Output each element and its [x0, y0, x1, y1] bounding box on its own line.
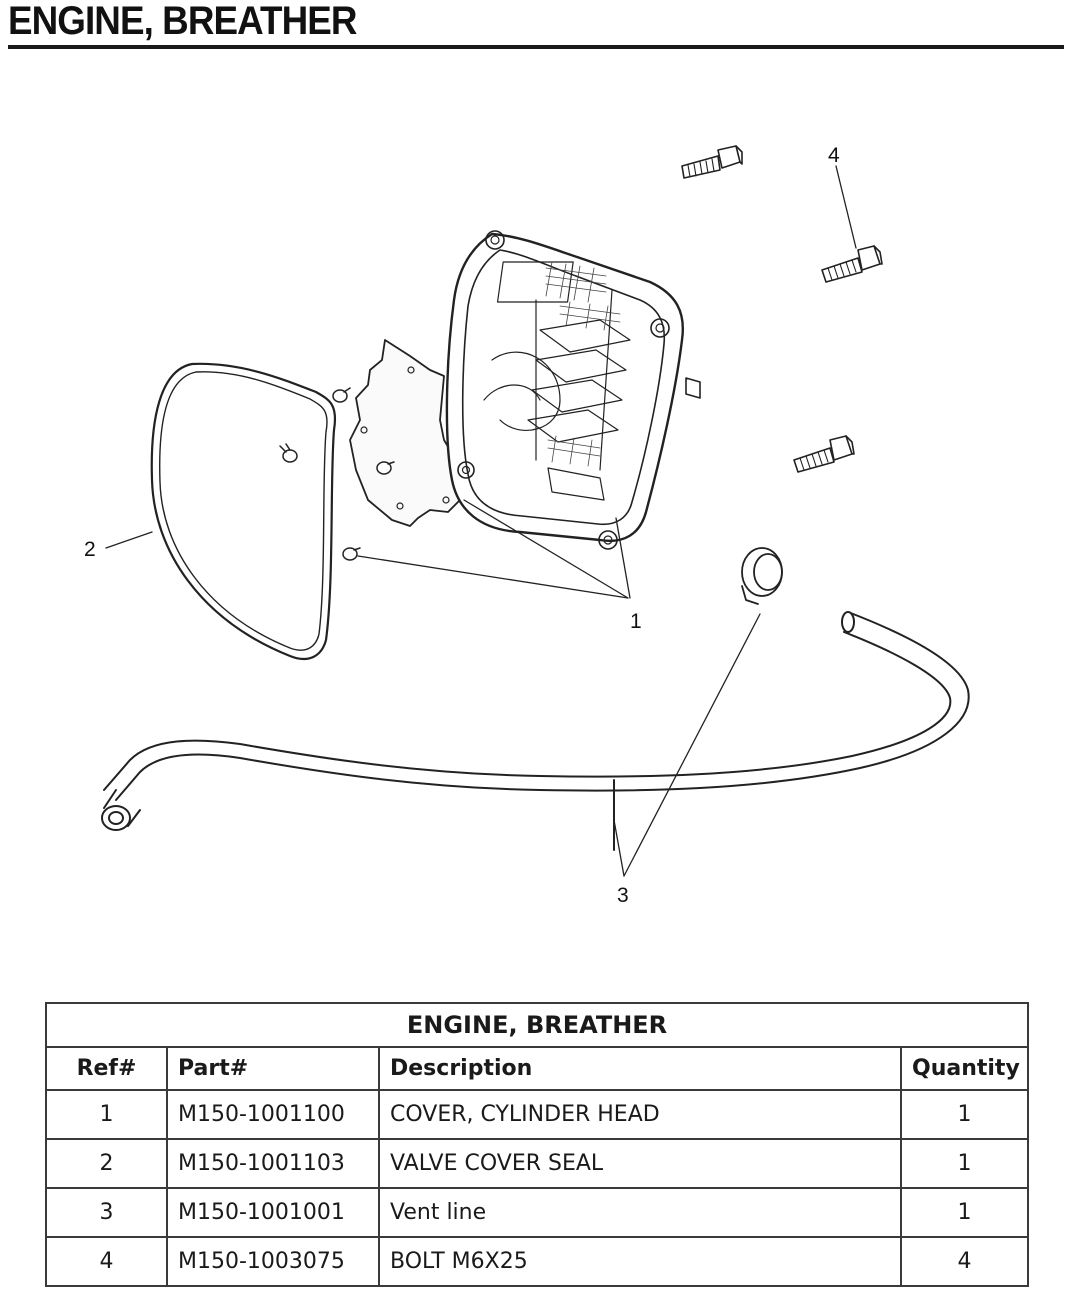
- title-divider: [8, 45, 1064, 49]
- cell-quantity: 4: [899, 1236, 1030, 1287]
- table-caption: ENGINE, BREATHER: [44, 1002, 1030, 1048]
- leader-lines: [105, 165, 857, 877]
- header-description: Description: [378, 1046, 902, 1091]
- callout-2: 2: [84, 538, 96, 561]
- cell-description: Vent line: [378, 1187, 902, 1238]
- bolt-2-drawing: [821, 245, 883, 283]
- header-part: Part#: [166, 1046, 380, 1091]
- valve-cover-seal-drawing: [150, 362, 337, 661]
- callout-1: 1: [630, 610, 642, 633]
- vent-line-drawing: [101, 611, 970, 851]
- table-header-row: Ref# Part# Description Quantity: [45, 1046, 1030, 1091]
- table-row: 1 M150-1001100 COVER, CYLINDER HEAD 1: [45, 1089, 1030, 1140]
- cell-quantity: 1: [899, 1089, 1030, 1140]
- cell-ref: 1: [45, 1089, 168, 1140]
- hose-clamp-drawing: [741, 547, 783, 605]
- table-row: 2 M150-1001103 VALVE COVER SEAL 1: [45, 1138, 1030, 1189]
- table-row: 3 M150-1001001 Vent line 1: [45, 1187, 1030, 1238]
- bolt-1-drawing: [681, 145, 743, 179]
- cell-description: COVER, CYLINDER HEAD: [378, 1089, 902, 1140]
- callout-4: 4: [828, 144, 840, 167]
- cell-ref: 3: [45, 1187, 168, 1238]
- cell-part: M150-1001100: [166, 1089, 380, 1140]
- cylinder-head-cover-drawing: [445, 230, 701, 550]
- cover-screw-1-drawing: [279, 443, 298, 463]
- header-quantity: Quantity: [899, 1046, 1030, 1091]
- cell-part: M150-1003075: [166, 1236, 380, 1287]
- bolt-3-drawing: [793, 435, 855, 473]
- page-title: ENGINE, BREATHER: [8, 0, 357, 43]
- cell-description: BOLT M6X25: [378, 1236, 902, 1287]
- callout-3: 3: [617, 884, 629, 907]
- parts-table: ENGINE, BREATHER Ref# Part# Description …: [44, 1002, 1030, 1287]
- cell-quantity: 1: [899, 1187, 1030, 1238]
- cell-part: M150-1001103: [166, 1138, 380, 1189]
- table-caption-row: ENGINE, BREATHER: [44, 1002, 1030, 1048]
- cell-part: M150-1001001: [166, 1187, 380, 1238]
- table-row: 4 M150-1003075 BOLT M6X25 4: [45, 1236, 1030, 1287]
- cell-quantity: 1: [899, 1138, 1030, 1189]
- cell-ref: 4: [45, 1236, 168, 1287]
- cover-screw-2-drawing: [332, 387, 351, 403]
- cell-ref: 2: [45, 1138, 168, 1189]
- mounting-plate-drawing: [349, 339, 463, 527]
- cover-screw-4-drawing: [342, 547, 361, 561]
- exploded-parts-diagram: 1 2 3 4: [84, 144, 970, 907]
- cell-description: VALVE COVER SEAL: [378, 1138, 902, 1189]
- cover-screw-3-drawing: [376, 461, 395, 475]
- header-ref: Ref#: [45, 1046, 168, 1091]
